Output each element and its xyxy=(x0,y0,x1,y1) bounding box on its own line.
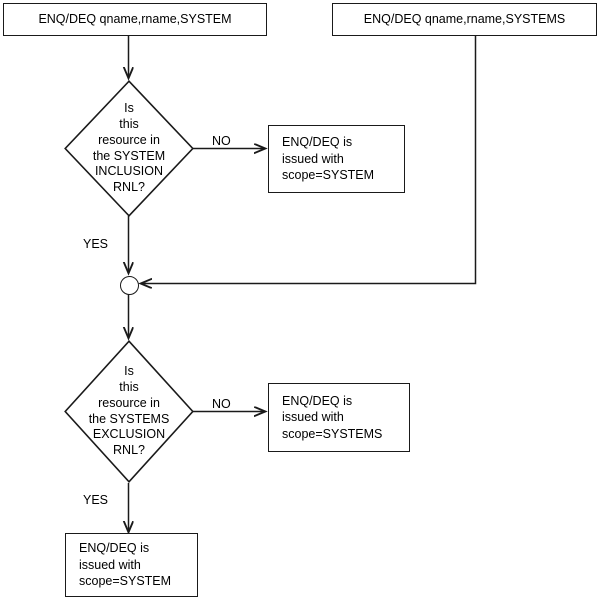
decision-systems-exclusion-shape xyxy=(64,340,194,483)
edge-label-exclusion-no: NO xyxy=(212,397,231,411)
decision-systems-exclusion-label: Is this resource in the SYSTEMS EXCLUSIO… xyxy=(88,364,170,457)
decision-systems-exclusion-rnl: Is this resource in the SYSTEMS EXCLUSIO… xyxy=(64,340,194,483)
result-scope-system-from-inclusion-no-label: ENQ/DEQ is issued with scope=SYSTEM xyxy=(282,135,375,183)
result-scope-systems-from-exclusion-no-label: ENQ/DEQ is issued with scope=SYSTEMS xyxy=(282,393,383,441)
decision-system-inclusion-shape xyxy=(64,80,194,217)
decision-system-inclusion-rnl: Is this resource in the SYSTEM INCLUSION… xyxy=(64,80,194,217)
merge-junction-connector xyxy=(120,275,139,295)
result-scope-systems-from-exclusion-no: ENQ/DEQ is issued with scope=SYSTEMS xyxy=(268,383,410,452)
start-node-systems-label: ENQ/DEQ qname,rname,SYSTEMS xyxy=(363,12,566,27)
edge-label-exclusion-yes: YES xyxy=(83,493,109,507)
result-scope-system-from-exclusion-yes-label: ENQ/DEQ is issued with scope=SYSTEM xyxy=(79,541,172,589)
result-scope-system-from-exclusion-yes: ENQ/DEQ is issued with scope=SYSTEM xyxy=(65,533,198,597)
edge-label-inclusion-no: NO xyxy=(212,134,231,148)
decision-system-inclusion-label: Is this resource in the SYSTEM INCLUSION… xyxy=(92,101,166,194)
start-node-systems: ENQ/DEQ qname,rname,SYSTEMS xyxy=(332,3,597,36)
start-node-system-label: ENQ/DEQ qname,rname,SYSTEM xyxy=(38,12,232,27)
start-node-system: ENQ/DEQ qname,rname,SYSTEM xyxy=(3,3,267,36)
edge-label-inclusion-yes: YES xyxy=(83,237,109,251)
result-scope-system-from-inclusion-no: ENQ/DEQ is issued with scope=SYSTEM xyxy=(268,125,405,193)
